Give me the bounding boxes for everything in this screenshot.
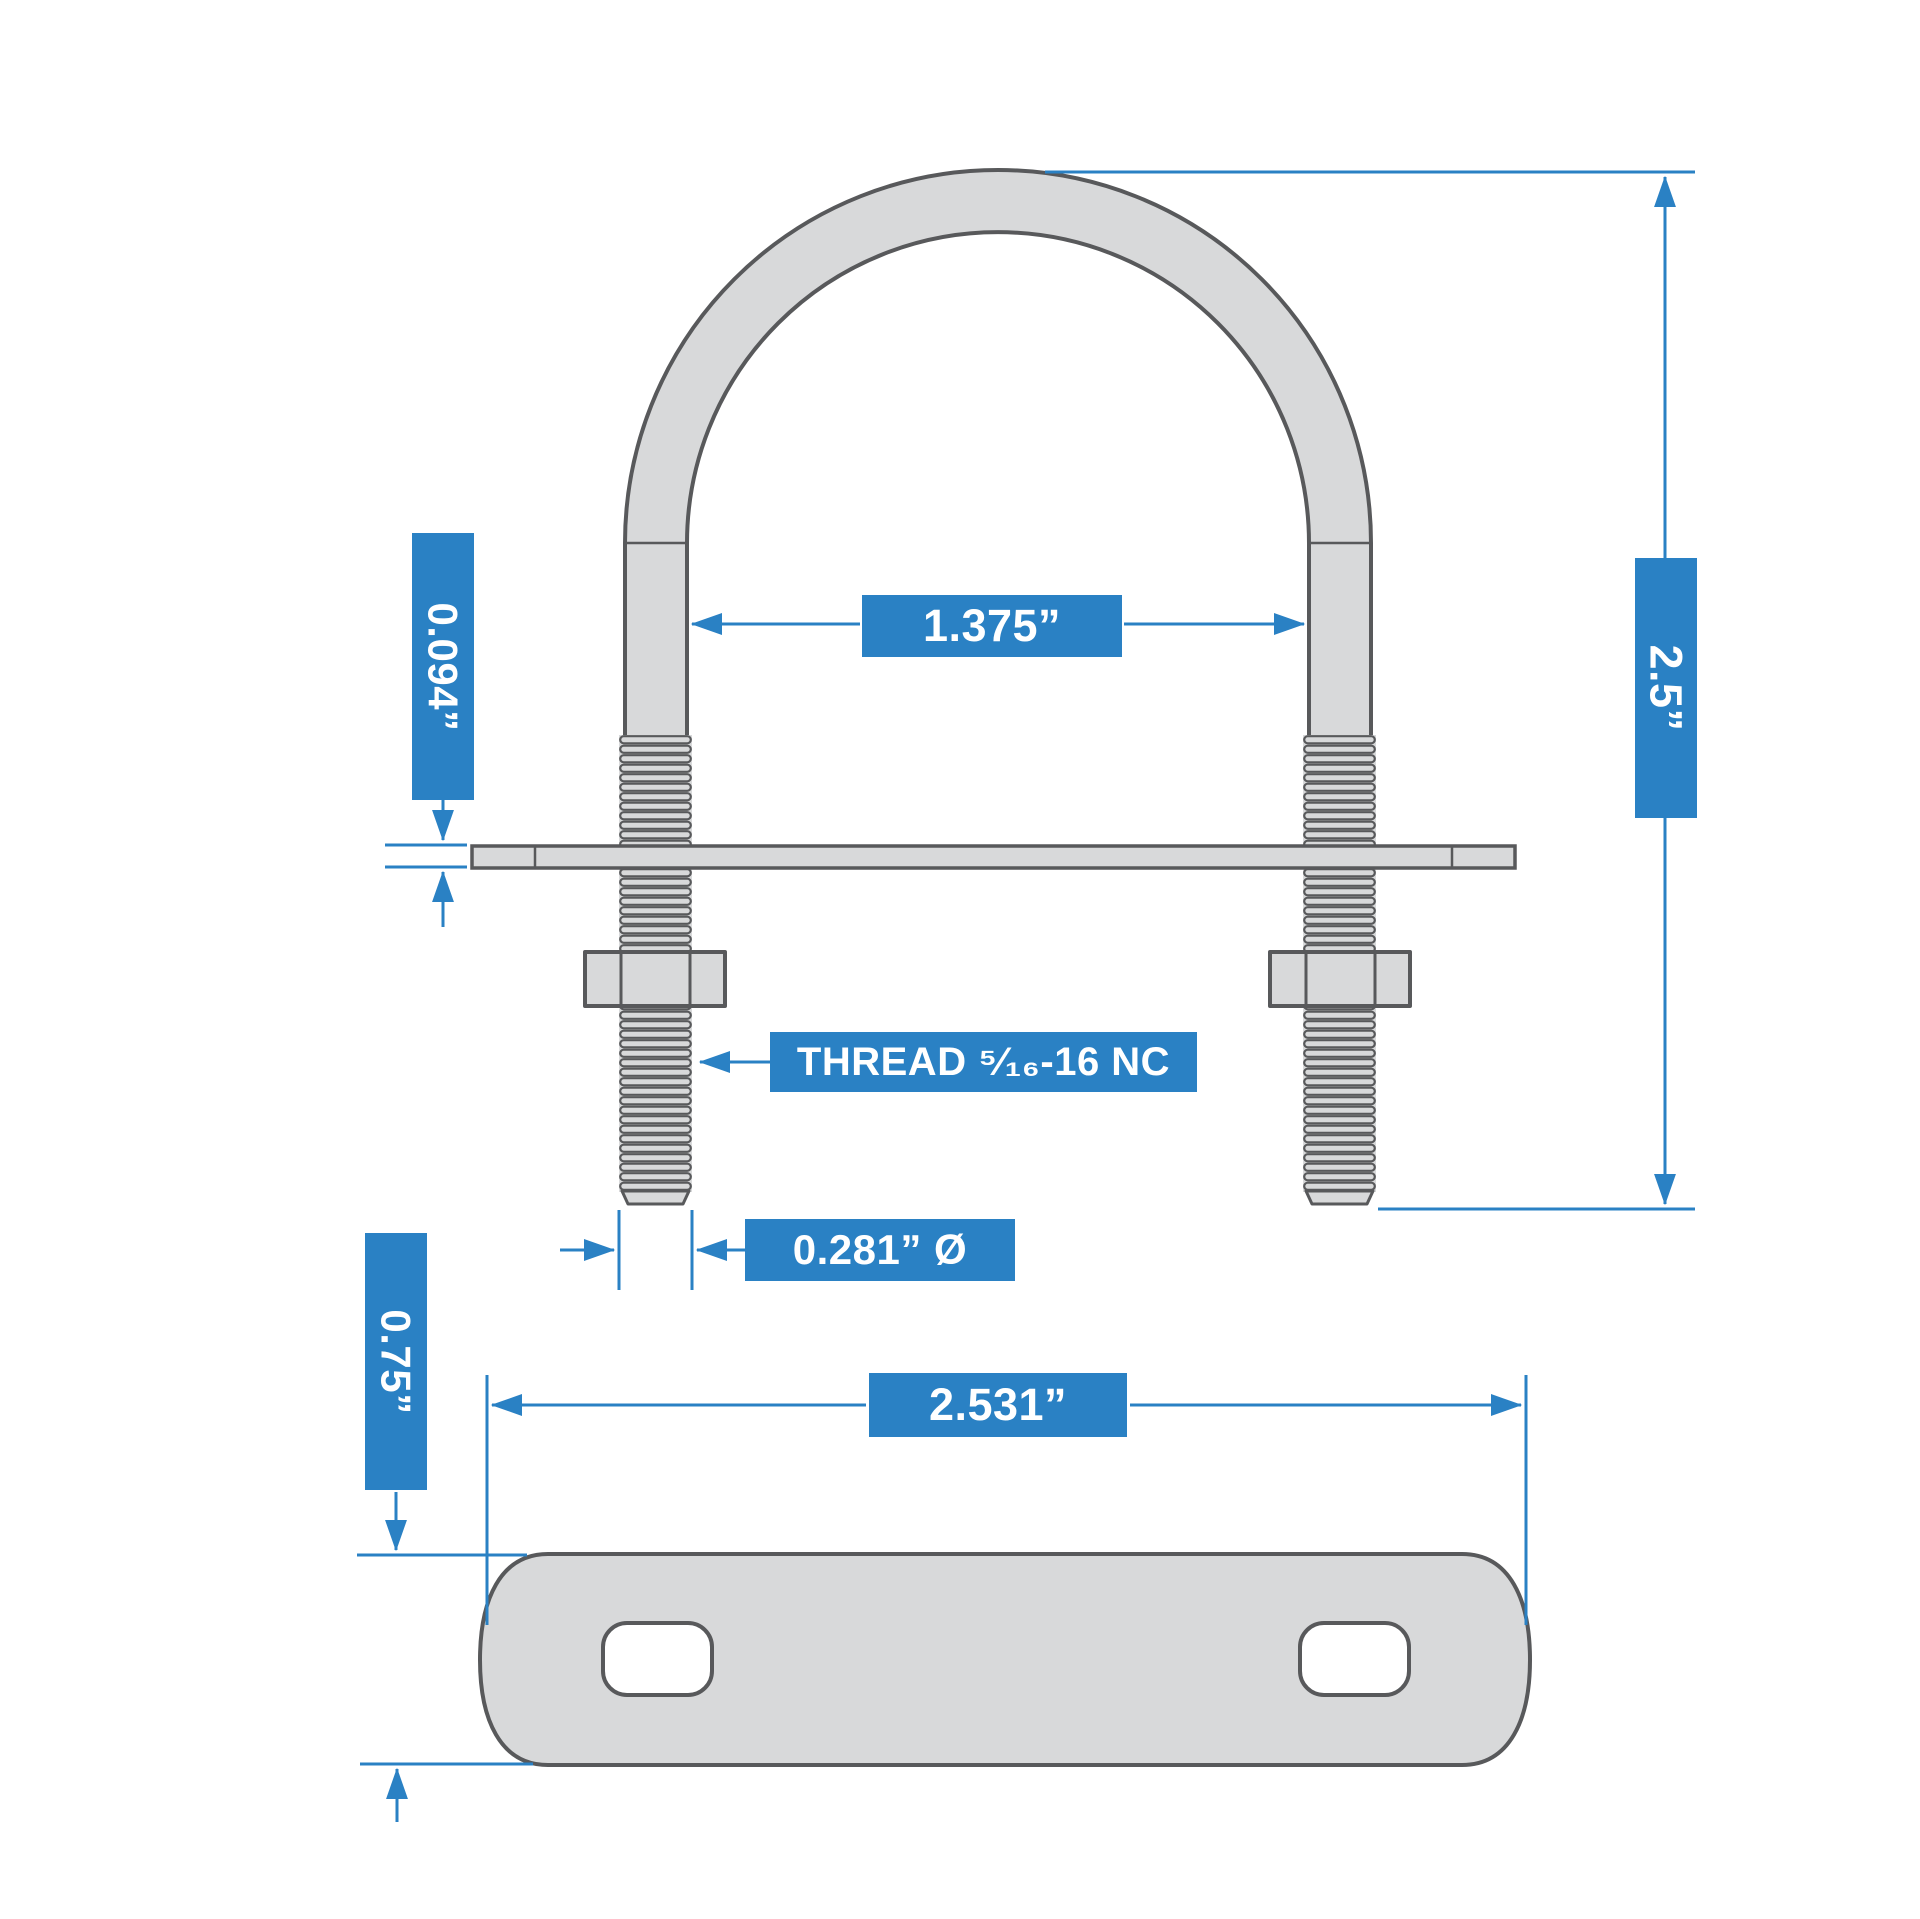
dim-label-plate-thickness: 0.094”: [412, 533, 474, 800]
dim-label-plate-thickness-text: 0.094”: [420, 601, 468, 732]
dim-label-plate-length-text: 2.531”: [928, 1379, 1068, 1430]
dim-label-overall-length: 2.5”: [1635, 558, 1697, 818]
mounting-plate-top-view: [477, 1552, 1533, 1767]
right-nut: [1268, 950, 1412, 1008]
dim-label-thread-spec-text: THREAD ⁵⁄₁₆-16 NC: [796, 1039, 1171, 1084]
u-bolt-body: [623, 168, 1373, 742]
left-nut: [583, 950, 727, 1008]
dim-label-plate-length: 2.531”: [869, 1373, 1127, 1437]
dim-label-rod-diameter-text: 0.281” Ø: [792, 1226, 968, 1273]
right-slot-hole: [1298, 1621, 1411, 1697]
dim-label-overall-length-text: 2.5”: [1641, 644, 1692, 732]
left-slot-hole: [601, 1621, 714, 1697]
dim-label-plate-width-text: 0.75”: [373, 1308, 420, 1415]
dim-label-plate-width: 0.75”: [365, 1233, 427, 1490]
mounting-plate-front-view: [470, 844, 1517, 870]
dim-label-rod-diameter: 0.281” Ø: [745, 1219, 1015, 1281]
right-rod-tip: [1304, 1189, 1375, 1206]
dim-label-inner-width-text: 1.375”: [922, 600, 1062, 651]
dim-label-thread-spec: THREAD ⁵⁄₁₆-16 NC: [770, 1032, 1197, 1092]
dim-label-inner-width: 1.375”: [862, 595, 1122, 657]
dimension-lines: [357, 170, 1695, 1822]
left-rod-tip: [620, 1189, 691, 1206]
